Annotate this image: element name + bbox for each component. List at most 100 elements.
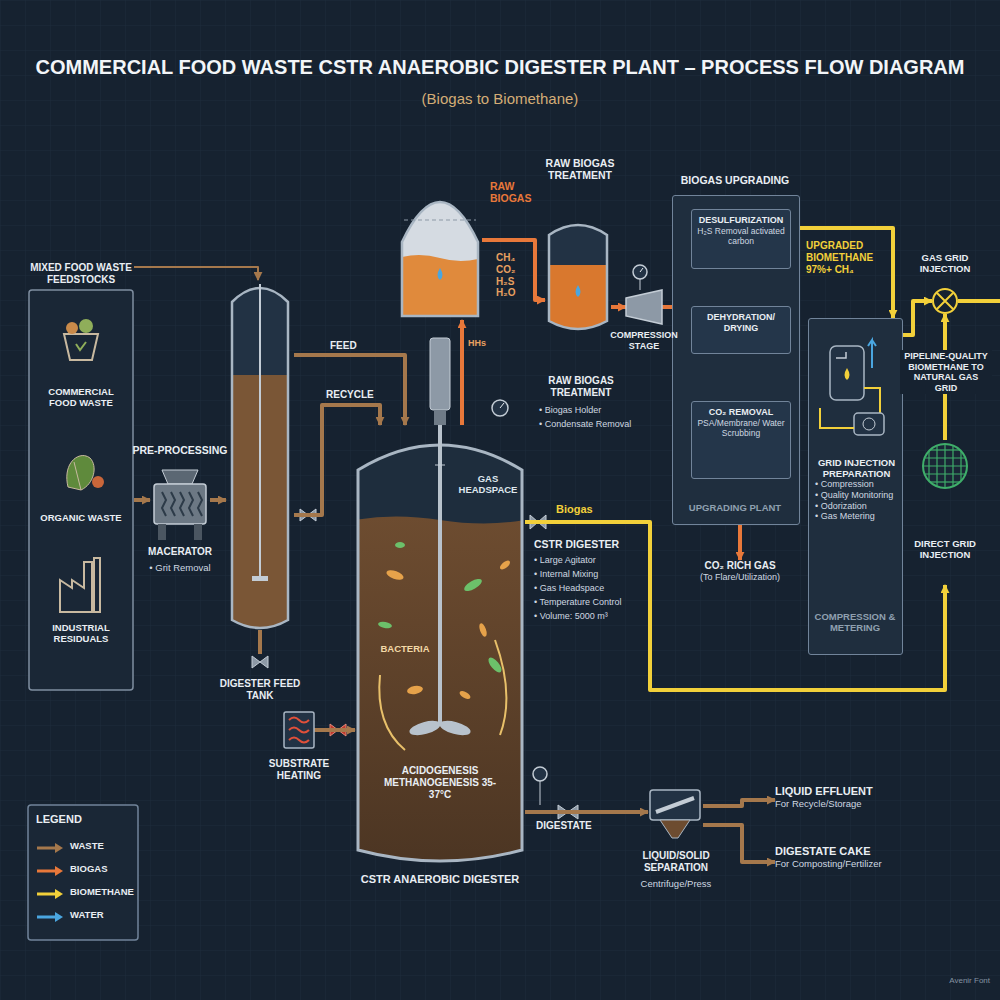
output-stream: LIQUID EFFLUENTFor Recycle/Storage (775, 785, 975, 819)
legend-row: BIOMETHANE (36, 886, 136, 902)
annotation: CSTR DIGESTER (534, 538, 646, 550)
node-heading: LIQUID EFFLUENT (775, 785, 975, 798)
node-heading: PRE-PROCESSING (118, 444, 242, 456)
pipe-connector (134, 267, 258, 280)
injection-symbol (933, 289, 957, 313)
edge-label: DIGESTATE (536, 820, 616, 832)
node-text: • Biogas Holder (539, 405, 649, 416)
annotation: • Gas Headspace (534, 583, 646, 594)
process-box: DESULFURIZATIONH₂S Removal activated car… (691, 209, 791, 269)
legend-box (28, 805, 138, 940)
legend-swatch (36, 842, 64, 854)
node-text: UPGRADING PLANT (671, 502, 799, 513)
factory-icon (60, 562, 92, 612)
cake-hopper (660, 820, 690, 838)
process-box: DEHYDRATION/ DRYING (691, 306, 791, 354)
pressure-gauge (492, 400, 508, 416)
node-heading: DIRECT GRID INJECTION (907, 538, 983, 560)
grid-injection-panel: GRID INJECTION PREPARATION• Compression•… (808, 318, 903, 655)
biogas-treatment-vessel: RAW BIOGAS TREATMENTRAW BIOGAS TREATMENT… (545, 215, 611, 333)
node-heading: MIXED FOOD WASTE FEEDSTOCKS (28, 262, 134, 286)
legend-arrowhead (55, 912, 63, 922)
bacteria-icon (458, 689, 471, 700)
flow-arrow (868, 340, 876, 368)
legend-text: BIOGAS (70, 863, 140, 874)
mixing-arrow (495, 640, 506, 735)
compressor-symbol (626, 290, 662, 324)
edge-label: RECYCLE (326, 389, 386, 401)
pipe-connector (800, 228, 893, 318)
legend-line (37, 893, 56, 896)
droplet-icon (576, 285, 581, 297)
pipe-connector (703, 825, 775, 862)
grid-line (960, 451, 961, 481)
pipe-connector (903, 301, 932, 335)
grid-injection-point: GAS GRID INJECTION (932, 288, 958, 314)
bacteria-icon (478, 622, 488, 637)
pipe-connector (294, 405, 380, 515)
legend-line (37, 870, 56, 873)
mixer-blade (252, 576, 268, 581)
node-heading: GAS GRID INJECTION (910, 252, 980, 274)
cutter-teeth (198, 492, 202, 516)
legend-title: LEGEND (36, 813, 132, 826)
biogas-treatment-vessel-drawing (545, 215, 611, 333)
grid-line (925, 473, 966, 474)
meter-symbol (854, 413, 884, 435)
grid-symbol (923, 444, 967, 488)
substrate-heater: SUBSTRATE HEATING (284, 712, 314, 748)
node-heading: CO₂ REMOVAL (696, 407, 786, 418)
pipe-connector (460, 320, 464, 425)
droplet-icon (844, 368, 849, 380)
pressure-gauge (633, 265, 647, 290)
pipe-connector (943, 314, 947, 440)
legend-arrowhead (55, 843, 63, 853)
tank-body (232, 288, 288, 628)
grid-line (952, 446, 953, 487)
screw-press (656, 798, 694, 812)
node-text: H₂S Removal activated carbon (696, 226, 786, 246)
liquid-solid-separator-drawing (648, 788, 703, 843)
node-heading: COMPRESSION STAGE (609, 330, 679, 351)
bacteria-icon (462, 577, 483, 594)
node-text: RAW BIOGAS TREATMENT (533, 375, 629, 399)
process-box: CO₂ REMOVALPSA/Membrane/ Water Scrubbing (691, 401, 791, 479)
node-heading: DEHYDRATION/ DRYING (696, 312, 786, 333)
internal-pipe (836, 352, 846, 358)
pipe-connector (662, 307, 691, 438)
direct-grid-injection: DIRECT GRID INJECTION (912, 440, 978, 585)
legend-text: BIOMETHANE (70, 886, 140, 897)
legend-line (37, 916, 56, 919)
node-text: • Gas Metering (815, 511, 898, 522)
node-text: COMMERCIAL FOOD WASTE (34, 386, 128, 408)
annotation: • Volume: 5000 m³ (534, 611, 646, 622)
pipe-connector (134, 498, 150, 502)
node-text: ORGANIC WASTE (28, 512, 134, 523)
legend-arrowhead (55, 866, 63, 876)
bacteria-icon (378, 621, 393, 629)
compressor: COMPRESSION STAGE (626, 290, 662, 324)
food-icon (66, 322, 78, 334)
vessel-outline (358, 445, 522, 861)
macerator-body (154, 484, 206, 524)
grid-line (936, 446, 937, 487)
bin-icon (64, 334, 98, 360)
macerator: PRE-PROCESSINGMACERATOR• Grit Removal (150, 440, 210, 590)
node-heading: RAW BIOGAS TREATMENT (535, 157, 625, 182)
pipe-connector (314, 728, 355, 732)
cstr-digester-drawing (355, 425, 525, 900)
node-text: PSA/Membrane/ Water Scrubbing (696, 418, 786, 438)
droplet-icon (438, 268, 443, 280)
legend-text: WASTE (70, 840, 140, 851)
node-heading: CO₂ RICH GAS (690, 560, 790, 572)
annotation: • Large Agitator (534, 555, 646, 566)
grid-injection-panel-drawing (808, 318, 903, 655)
substrate-heater-drawing (284, 712, 314, 748)
leaf-icon (74, 462, 81, 490)
node-heading: LIQUID/SOLID SEPARATION (621, 850, 731, 874)
node-text: COMPRESSION & METERING (811, 611, 899, 633)
factory-icon (94, 558, 100, 612)
feedstock-panel: MIXED FOOD WASTE FEEDSTOCKS COMMERCIAL FO… (28, 262, 134, 692)
